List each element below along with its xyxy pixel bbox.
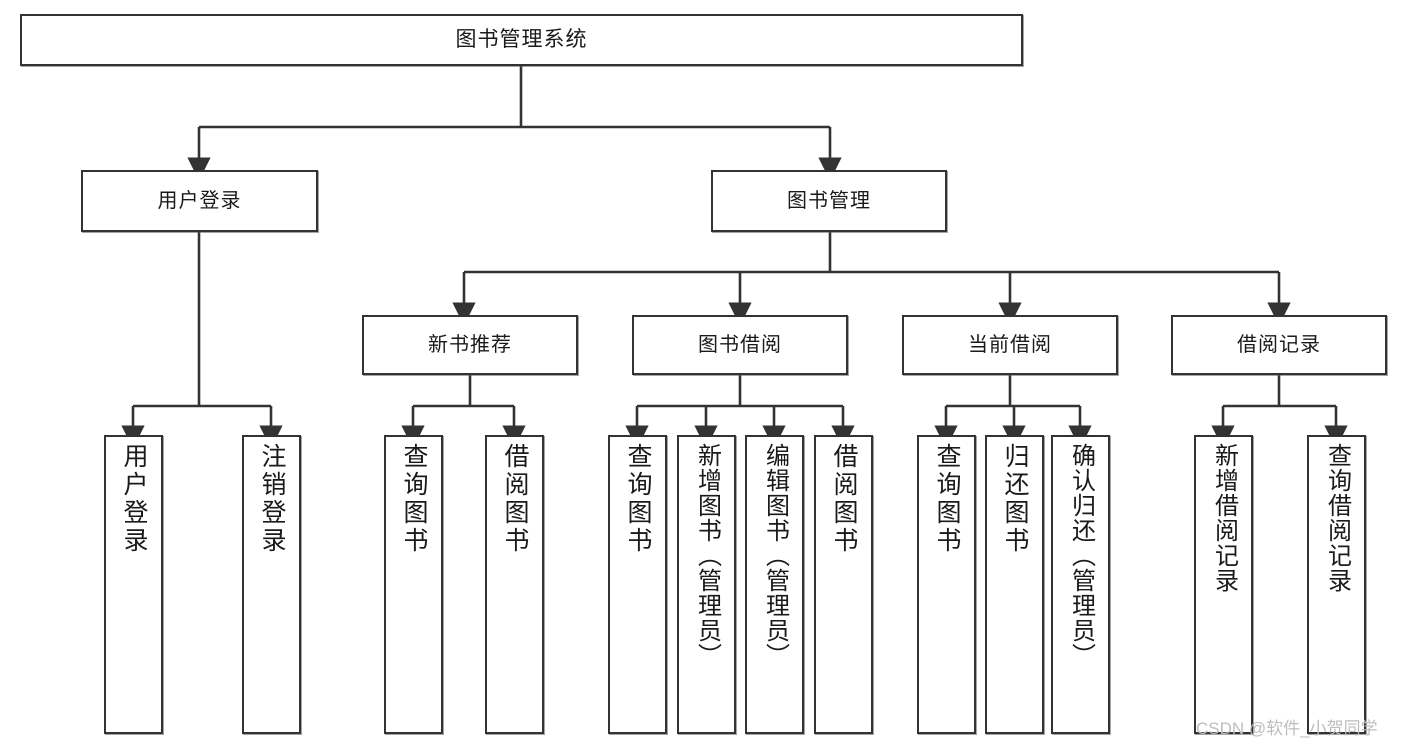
leaf-borrow-record-add[interactable]: 新增借阅记录 [1194,435,1253,734]
node-label: 编辑图书（管理员） [761,443,789,668]
leaf-book-borrow-borrow[interactable]: 借阅图书 [814,435,873,734]
node-current-borrow[interactable]: 当前借阅 [902,315,1118,375]
leaf-new-book-borrow[interactable]: 借阅图书 [485,435,544,734]
node-label: 查询借阅记录 [1323,443,1351,593]
node-book-borrow[interactable]: 图书借阅 [632,315,848,375]
leaf-current-borrow-query[interactable]: 查询图书 [917,435,976,734]
leaf-user-login-login[interactable]: 用户登录 [104,435,163,734]
node-label: 归还图书 [1001,443,1029,555]
node-label: 查询图书 [624,443,652,555]
node-label: 确认归还（管理员） [1067,443,1095,668]
leaf-book-borrow-add[interactable]: 新增图书（管理员） [677,435,736,734]
node-user-login[interactable]: 用户登录 [81,170,318,232]
node-label: 图书管理 [787,189,871,212]
node-label: 图书管理系统 [455,27,588,51]
leaf-borrow-record-query[interactable]: 查询借阅记录 [1307,435,1366,734]
csdn-watermark: CSDN @软件_小贺同学 [1196,719,1378,738]
node-book-management[interactable]: 图书管理 [711,170,947,232]
node-root-system[interactable]: 图书管理系统 [20,14,1023,66]
node-label: 当前借阅 [968,333,1052,356]
node-label: 借阅记录 [1237,333,1321,356]
node-label: 新增借阅记录 [1210,443,1238,593]
leaf-current-borrow-confirm-return[interactable]: 确认归还（管理员） [1051,435,1110,734]
node-new-book-recommend[interactable]: 新书推荐 [362,315,578,375]
leaf-current-borrow-return[interactable]: 归还图书 [985,435,1044,734]
node-label: 用户登录 [120,443,148,555]
leaf-new-book-query[interactable]: 查询图书 [384,435,443,734]
node-label: 注销登录 [258,443,286,555]
node-label: 用户登录 [157,189,242,212]
node-label: 图书借阅 [698,333,782,356]
leaf-book-borrow-query[interactable]: 查询图书 [608,435,667,734]
leaf-book-borrow-edit[interactable]: 编辑图书（管理员） [745,435,804,734]
node-label: 查询图书 [400,443,428,555]
node-borrow-record[interactable]: 借阅记录 [1171,315,1387,375]
node-label: 查询图书 [933,443,961,555]
leaf-user-login-logout[interactable]: 注销登录 [242,435,301,734]
node-label: 新书推荐 [428,333,512,356]
node-label: 借阅图书 [830,443,858,555]
node-label: 新增图书（管理员） [693,443,721,668]
node-label: 借阅图书 [501,443,529,555]
